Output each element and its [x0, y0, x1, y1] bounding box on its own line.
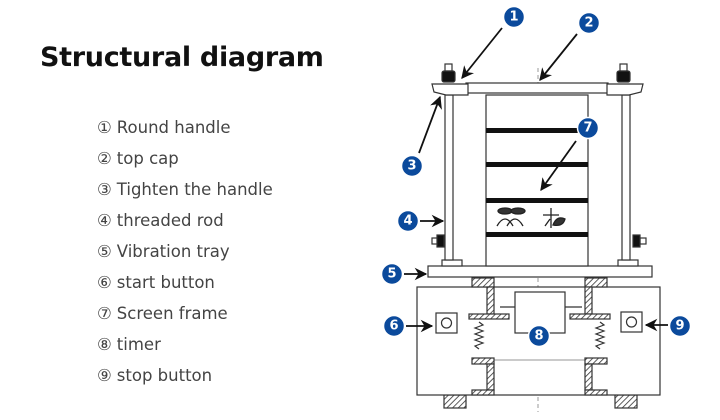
callout-badge-9: 9 — [668, 314, 692, 338]
foot-left — [443, 394, 467, 409]
legend-number: ⑤ — [97, 242, 112, 261]
legend-number: ② — [97, 149, 112, 168]
legend-label: Tighten the handle — [116, 180, 273, 199]
spring-left — [473, 321, 485, 350]
legend-label: start button — [116, 273, 215, 292]
column-left-lower — [486, 363, 495, 391]
svg-text:3: 3 — [407, 159, 416, 174]
foot-right — [614, 394, 638, 409]
vibration-tray — [427, 265, 653, 278]
mount-left-top — [471, 277, 495, 288]
stop-button — [620, 311, 643, 333]
callout-arrows — [404, 27, 668, 333]
column-right-upper — [584, 286, 593, 315]
legend-number: ① — [97, 118, 112, 137]
tighten-handle-left — [431, 83, 469, 96]
legend-number: ③ — [97, 180, 112, 199]
legend-label: timer — [116, 335, 161, 354]
legend-label: threaded rod — [116, 211, 224, 230]
threaded-rod-left — [444, 94, 454, 261]
svg-text:7: 7 — [583, 121, 592, 136]
svg-text:1: 1 — [509, 10, 518, 25]
svg-text:4: 4 — [403, 214, 412, 229]
legend-label: Screen frame — [116, 304, 228, 323]
brand-logo — [496, 207, 566, 228]
screen-frame — [485, 94, 589, 267]
svg-text:2: 2 — [584, 16, 593, 31]
svg-text:8: 8 — [534, 329, 543, 344]
legend-number: ⑥ — [97, 273, 112, 292]
page-title: Structural diagram — [40, 42, 324, 73]
plate-right — [569, 313, 611, 320]
plate-left-lower — [471, 357, 495, 365]
legend-label: top cap — [116, 149, 179, 168]
legend-number: ⑦ — [97, 304, 112, 323]
legend-label: Vibration tray — [116, 242, 230, 261]
legend-number: ④ — [97, 211, 112, 230]
start-button — [435, 312, 458, 334]
tighten-handle-right — [606, 83, 644, 96]
callout-badge-6: 6 — [382, 314, 406, 338]
callout-badge-3: 3 — [400, 154, 424, 178]
callout-badge-4: 4 — [396, 209, 420, 233]
svg-text:6: 6 — [389, 319, 398, 334]
column-right-lower — [584, 363, 593, 391]
round-handle-right — [616, 70, 631, 83]
callout-badge-8: 8 — [527, 324, 551, 348]
callout-badge-1: 1 — [502, 5, 526, 29]
callout-badge-5: 5 — [380, 262, 404, 286]
column-left-upper — [486, 286, 495, 315]
svg-text:5: 5 — [387, 267, 396, 282]
round-handle-left — [441, 70, 456, 83]
callout-badge-2: 2 — [577, 11, 601, 35]
spring-right — [594, 321, 606, 350]
legend-number: ⑨ — [97, 366, 112, 385]
svg-text:9: 9 — [675, 319, 684, 334]
plate-left — [468, 313, 510, 320]
top-cap — [465, 82, 609, 94]
legend-number: ⑧ — [97, 335, 112, 354]
legend-label: Round handle — [116, 118, 231, 137]
mount-right-top — [584, 277, 608, 288]
threaded-rod-right — [621, 94, 631, 261]
callout-badge-7: 7 — [576, 116, 600, 140]
plate-right-lower — [584, 357, 608, 365]
legend-label: stop button — [116, 366, 213, 385]
